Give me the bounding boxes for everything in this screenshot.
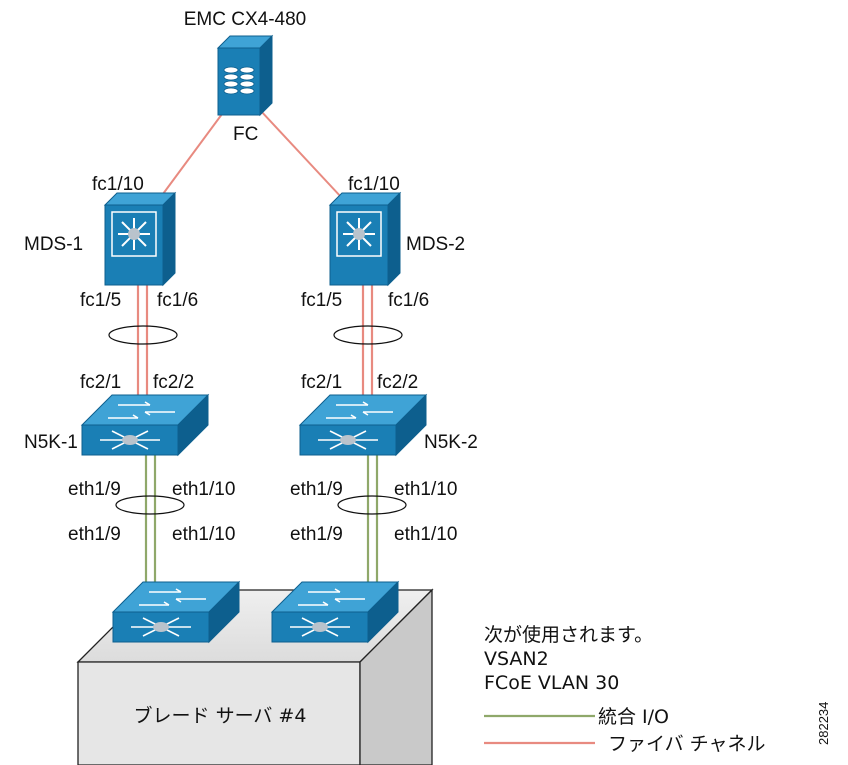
mds2-uplink-port: fc1/10 (348, 174, 400, 195)
n5k2-fc-left: fc2/1 (301, 372, 342, 393)
n5k2-eth-right: eth1/10 (394, 479, 457, 500)
note-line-2: VSAN2 (484, 648, 549, 670)
note-line-1: 次が使用されます。 (484, 624, 653, 646)
legend-unified-io-label: 統合 I/O (598, 706, 669, 728)
port-channel-ellipse (108, 325, 178, 345)
blade-switch-icon (111, 580, 241, 644)
storage-port-label: FC (233, 124, 258, 145)
n5k2-name: N5K-2 (424, 432, 478, 453)
nexus-switch-icon (80, 393, 210, 457)
storage-links (159, 109, 343, 199)
n5k1-eth-left: eth1/9 (68, 479, 121, 500)
n5k-blade-unified-links (144, 455, 379, 582)
storage-name: EMC CX4-480 (184, 9, 307, 30)
n5k2-fc-right: fc2/2 (377, 372, 418, 393)
blade-eth-right-1: eth1/10 (172, 524, 235, 545)
port-channel-ellipse (333, 325, 403, 345)
legend-fc-label: ファイバ チャネル (608, 733, 765, 755)
n5k1-fc-right: fc2/2 (153, 372, 194, 393)
blade-eth-left-2: eth1/9 (290, 524, 343, 545)
blade-eth-right-2: eth1/10 (394, 524, 457, 545)
mds2-name: MDS-2 (406, 234, 465, 255)
mds1-name: MDS-1 (24, 234, 83, 255)
blade-eth-left-1: eth1/9 (68, 524, 121, 545)
mds1-port-left: fc1/5 (80, 290, 121, 311)
port-channel-ellipse (337, 495, 407, 515)
mds1-uplink-port: fc1/10 (92, 174, 144, 195)
legend: 統合 I/O ファイバ チャネル (484, 706, 765, 755)
figure-id: 282234 (816, 702, 831, 745)
blade-switch-icon (270, 580, 400, 644)
n5k1-fc-left: fc2/1 (80, 372, 121, 393)
mds2-port-left: fc1/5 (301, 290, 342, 311)
n5k1-eth-right: eth1/10 (172, 479, 235, 500)
mds-switch-icon (328, 191, 402, 287)
n5k1-name: N5K-1 (24, 432, 78, 453)
n5k2-eth-left: eth1/9 (290, 479, 343, 500)
mds1-port-right: fc1/6 (157, 290, 198, 311)
mds-switch-icon (103, 191, 177, 287)
mds2-port-right: fc1/6 (388, 290, 429, 311)
storage-array-icon (216, 34, 274, 117)
nexus-switch-icon (298, 393, 428, 457)
note-line-3: FCoE VLAN 30 (484, 672, 619, 694)
blade-server-label: ブレード サーバ #4 (134, 704, 307, 727)
port-channel-ellipse (115, 495, 185, 515)
mds-n5k-fc-links (136, 285, 374, 400)
